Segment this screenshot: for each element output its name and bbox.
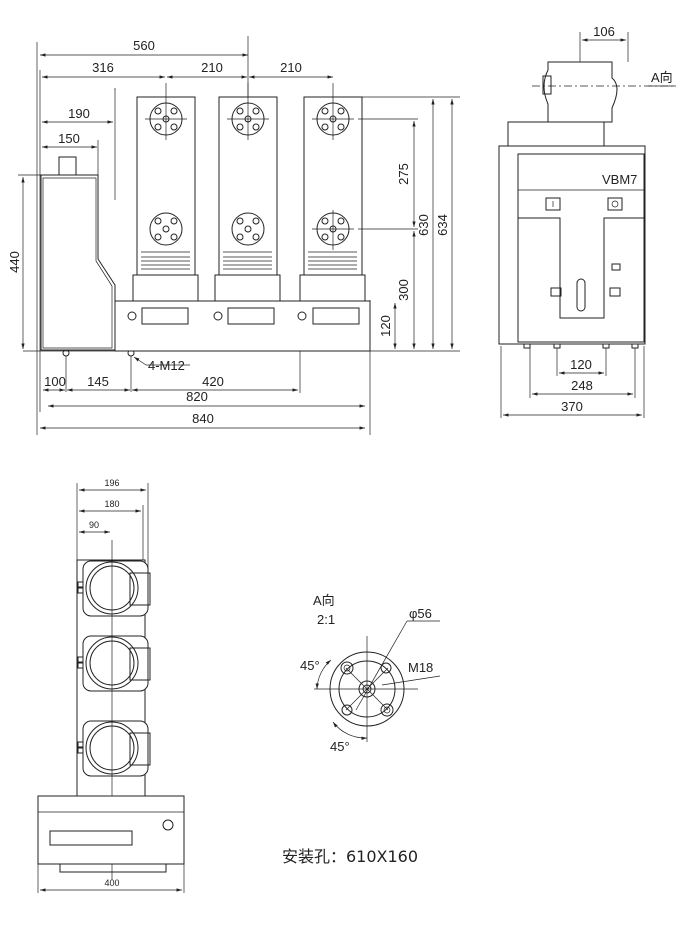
mounting-note: 安装孔：610X160 xyxy=(282,847,418,866)
dim-630: 630 xyxy=(416,214,431,236)
base-windows xyxy=(127,307,360,325)
pole-3 xyxy=(299,83,366,302)
dim-190: 190 xyxy=(68,106,90,121)
dim-560: 560 xyxy=(133,38,155,53)
angle-bottom: 45° xyxy=(330,739,350,754)
diameter-label: φ56 xyxy=(409,606,432,621)
top-dim-196: 196 xyxy=(104,478,119,488)
pole-2 xyxy=(214,83,281,302)
top-dim-90: 90 xyxy=(89,520,99,530)
bolt-label: 4-M12 xyxy=(148,358,185,373)
thread-label: M18 xyxy=(408,660,433,675)
direction-label: A向 xyxy=(651,70,673,85)
dim-300: 300 xyxy=(396,279,411,301)
side-dim-120: 120 xyxy=(570,357,592,372)
dim-275: 275 xyxy=(396,163,411,185)
handle xyxy=(58,156,77,176)
side-dim-248: 248 xyxy=(571,378,593,393)
side-view: 106 A向 VBM7 120 248 370 xyxy=(498,24,676,418)
pole-top-1 xyxy=(77,560,151,617)
side-dim-370: 370 xyxy=(561,399,583,414)
dim-210-a: 210 xyxy=(201,60,223,75)
pole-top-2 xyxy=(77,635,151,692)
front-view: 560 316 210 210 190 150 440 xyxy=(7,36,460,435)
top-view: 196 180 90 400 xyxy=(37,478,185,893)
detail-a: A向 2:1 φ56 M18 45° 45° xyxy=(300,593,441,754)
dim-316: 316 xyxy=(92,60,114,75)
dim-820: 820 xyxy=(186,389,208,404)
dim-106: 106 xyxy=(593,24,615,39)
dim-420: 420 xyxy=(202,374,224,389)
pole-top-3 xyxy=(77,720,151,777)
top-dim-400: 400 xyxy=(104,878,119,888)
detail-title: A向 xyxy=(313,593,335,608)
dim-120: 120 xyxy=(378,315,393,337)
dim-634: 634 xyxy=(435,214,450,236)
dim-210-b: 210 xyxy=(280,60,302,75)
angle-top: 45° xyxy=(300,658,320,673)
pole-1 xyxy=(132,83,199,302)
dim-100: 100 xyxy=(44,374,66,389)
dim-440: 440 xyxy=(7,251,22,273)
model-label: VBM7 xyxy=(602,172,637,187)
dim-145: 145 xyxy=(87,374,109,389)
dim-840: 840 xyxy=(192,411,214,426)
detail-scale: 2:1 xyxy=(317,612,335,627)
dim-150: 150 xyxy=(58,131,80,146)
top-dim-180: 180 xyxy=(104,499,119,509)
